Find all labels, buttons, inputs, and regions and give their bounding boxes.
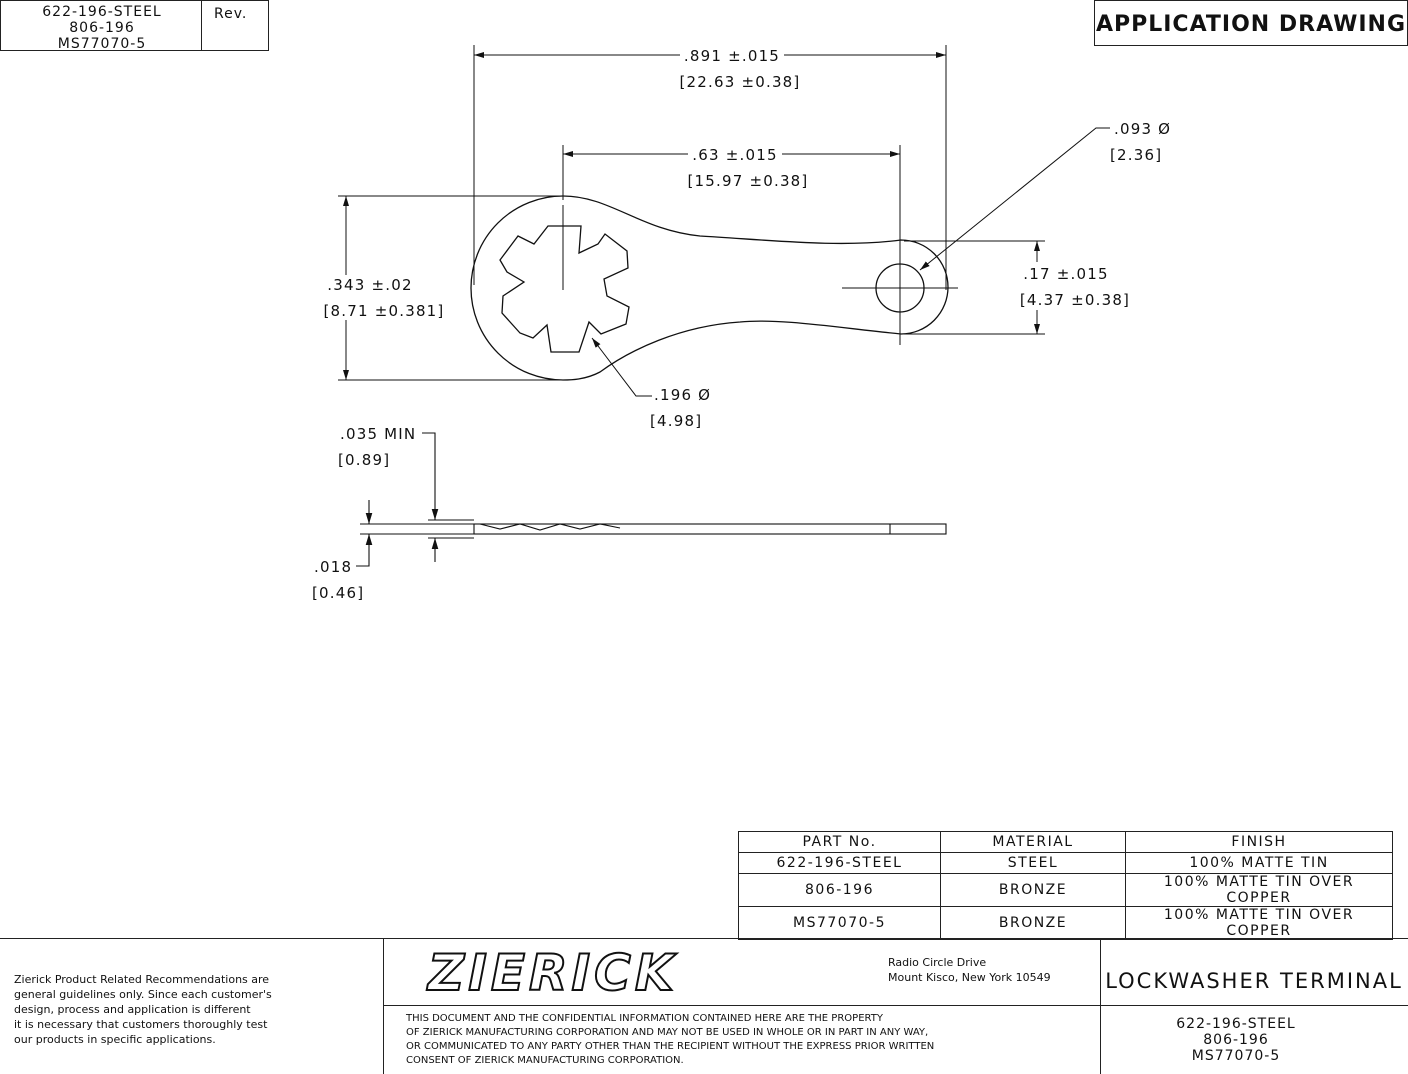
dim-washer-diameter-metric: [4.98] xyxy=(650,412,702,430)
header-part-3: MS77070-5 xyxy=(57,36,147,52)
bom-header-part: PART No. xyxy=(738,831,941,853)
confidential-line: THIS DOCUMENT AND THE CONFIDENTIAL INFOR… xyxy=(406,1013,883,1024)
disclaimer-cell: Zierick Product Related Recommendations … xyxy=(0,938,384,1074)
table-row: 806-196 BRONZE 100% MATTE TIN OVER COPPE… xyxy=(738,873,1393,907)
address-line: Mount Kisco, New York 10549 xyxy=(888,971,1051,984)
bom-cell: BRONZE xyxy=(940,906,1126,940)
disclaimer-line: design, process and application is diffe… xyxy=(14,1003,251,1016)
confidential-cell: THIS DOCUMENT AND THE CONFIDENTIAL INFOR… xyxy=(383,1005,1101,1074)
dim-end-width-metric: [4.37 ±0.38] xyxy=(1020,291,1130,309)
bom-cell: 100% MATTE TIN OVER COPPER xyxy=(1125,906,1393,940)
rev-label: Rev. xyxy=(214,6,248,22)
lockwasher-teeth xyxy=(499,225,630,353)
confidential-line: OR COMMUNICATED TO ANY PARTY OTHER THAN … xyxy=(406,1041,935,1052)
disclaimer-line: it is necessary that customers thoroughl… xyxy=(14,1018,268,1031)
part-drawing: .891 ±.015 [22.63 ±0.38] .63 ±.015 [15.9… xyxy=(312,45,1171,602)
dim-end-width: .17 ±.015 xyxy=(1023,265,1108,283)
dim-hole-diameter: .093 Ø xyxy=(1114,120,1171,138)
title-box: APPLICATION DRAWING xyxy=(1094,0,1408,46)
table-row: MS77070-5 BRONZE 100% MATTE TIN OVER COP… xyxy=(738,906,1393,940)
zierick-logo: ZIERICK xyxy=(427,943,678,1003)
bom-cell: BRONZE xyxy=(940,873,1126,907)
terminal-outline xyxy=(470,195,949,381)
table-row: 622-196-STEEL STEEL 100% MATTE TIN xyxy=(738,852,1393,874)
dim-thickness-metric: [0.46] xyxy=(312,584,364,602)
bom-cell: 622-196-STEEL xyxy=(738,852,941,874)
header-part-2: 806-196 xyxy=(69,20,135,36)
address-line: Radio Circle Drive xyxy=(888,956,987,969)
dim-washer-diameter: .196 Ø xyxy=(654,386,711,404)
footer-part-2: 806-196 xyxy=(1203,1032,1269,1048)
disclaimer-line: Zierick Product Related Recommendations … xyxy=(14,973,270,986)
header-part-1: 622-196-STEEL xyxy=(42,4,162,20)
dim-width-metric: [8.71 ±0.381] xyxy=(324,302,445,320)
product-name-cell: LOCKWASHER TERMINAL xyxy=(1100,938,1408,1006)
bom-table: PART No. MATERIAL FINISH 622-196-STEEL S… xyxy=(738,831,1393,940)
bom-cell: 806-196 xyxy=(738,873,941,907)
bom-cell: MS77070-5 xyxy=(738,906,941,940)
footer-part-3: MS77070-5 xyxy=(1191,1048,1281,1064)
company-cell: ZIERICK Radio Circle Drive Mount Kisco, … xyxy=(383,938,1101,1006)
bom-cell: STEEL xyxy=(940,852,1126,874)
bom-header-material: MATERIAL xyxy=(940,831,1126,853)
dim-center-distance-metric: [15.97 ±0.38] xyxy=(688,172,809,190)
dim-min-thickness: .035 MIN xyxy=(340,425,416,443)
bom-cell: 100% MATTE TIN xyxy=(1125,852,1393,874)
dim-min-thickness-metric: [0.89] xyxy=(338,451,390,469)
part-number-box: 622-196-STEEL 806-196 MS77070-5 xyxy=(0,0,202,52)
dim-overall-length-metric: [22.63 ±0.38] xyxy=(680,73,801,91)
bom-header-row: PART No. MATERIAL FINISH xyxy=(738,831,1393,853)
rev-box: Rev. xyxy=(201,0,269,51)
dim-thickness: .018 xyxy=(314,558,352,576)
footer-part-1: 622-196-STEEL xyxy=(1176,1016,1296,1032)
dim-width: .343 ±.02 xyxy=(327,276,412,294)
dim-center-distance: .63 ±.015 xyxy=(692,146,777,164)
product-name: LOCKWASHER TERMINAL xyxy=(1105,969,1403,993)
confidential-line: OF ZIERICK MANUFACTURING CORPORATION AND… xyxy=(406,1027,929,1038)
disclaimer-line: general guidelines only. Since each cust… xyxy=(14,988,272,1001)
dim-overall-length: .891 ±.015 xyxy=(684,47,780,65)
drawing-number-cell: 622-196-STEEL 806-196 MS77070-5 xyxy=(1100,1005,1408,1074)
drawing-title: APPLICATION DRAWING xyxy=(1095,12,1407,37)
bom-cell: 100% MATTE TIN OVER COPPER xyxy=(1125,873,1393,907)
dim-hole-diameter-metric: [2.36] xyxy=(1110,146,1162,164)
disclaimer-line: our products in specific applications. xyxy=(14,1033,216,1046)
confidential-line: CONSENT OF ZIERICK MANUFACTURING CORPORA… xyxy=(406,1055,684,1066)
side-view-strip xyxy=(473,523,947,535)
bom-header-finish: FINISH xyxy=(1125,831,1393,853)
